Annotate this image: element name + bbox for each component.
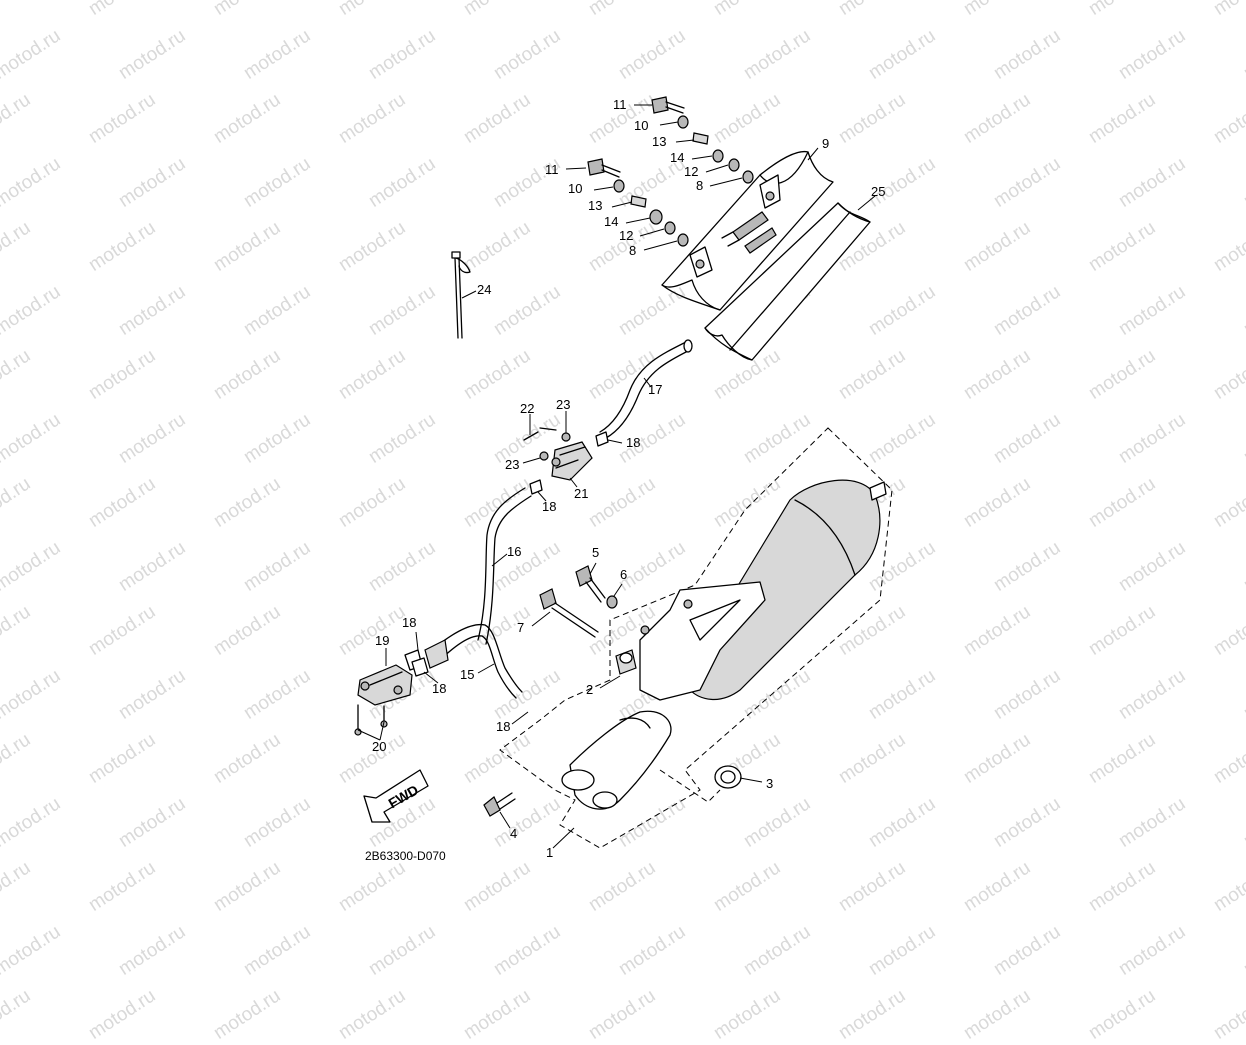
callout-3: 3 bbox=[766, 776, 773, 791]
watermark-text: motod.ru bbox=[1085, 985, 1160, 1044]
callout-18c: 18 bbox=[402, 615, 416, 630]
callout-14: 14 bbox=[670, 150, 684, 165]
heat-protector-9 bbox=[661, 150, 834, 311]
callout-10: 10 bbox=[634, 118, 648, 133]
callout-8: 8 bbox=[696, 178, 703, 193]
callout-7: 7 bbox=[517, 620, 524, 635]
callout-13b: 13 bbox=[588, 198, 602, 213]
callout-24: 24 bbox=[477, 282, 491, 297]
callout-12: 12 bbox=[684, 164, 698, 179]
watermark-text: motod.ru bbox=[335, 985, 410, 1044]
callout-1: 1 bbox=[546, 845, 553, 860]
watermark-text: motod.ru bbox=[835, 985, 910, 1044]
callout-10b: 10 bbox=[568, 181, 582, 196]
callout-18d: 18 bbox=[432, 681, 446, 696]
callout-8b: 8 bbox=[629, 243, 636, 258]
callout-12b: 12 bbox=[619, 228, 633, 243]
callout-22: 22 bbox=[520, 401, 534, 416]
callout-18b: 18 bbox=[542, 499, 556, 514]
callout-11: 11 bbox=[613, 97, 627, 112]
hose-17 bbox=[599, 339, 693, 439]
callout-23a: 23 bbox=[556, 397, 570, 412]
watermark-text: motod.ru bbox=[585, 985, 660, 1044]
callout-13: 13 bbox=[652, 134, 666, 149]
diagram-code: 2B63300-D070 bbox=[365, 849, 446, 863]
hose-16 bbox=[477, 487, 532, 645]
gasket-3 bbox=[714, 765, 742, 789]
callout-23b: 23 bbox=[505, 457, 519, 472]
callout-25: 25 bbox=[871, 184, 885, 199]
callout-11b: 11 bbox=[545, 162, 559, 177]
watermark-text: motod.ru bbox=[0, 985, 35, 1044]
callout-14b: 14 bbox=[604, 214, 618, 229]
leader-lines bbox=[357, 104, 876, 849]
callout-20: 20 bbox=[372, 739, 386, 754]
fwd-arrow: FWD bbox=[363, 769, 429, 823]
callout-15: 15 bbox=[460, 667, 474, 682]
watermark-text: motod.ru bbox=[1210, 985, 1246, 1044]
callout-9: 9 bbox=[822, 136, 829, 151]
callout-16: 16 bbox=[507, 544, 521, 559]
watermark-text: motod.ru bbox=[210, 985, 285, 1044]
callouts: 1 2 3 4 5 6 7 8 8 9 10 10 11 11 12 12 13… bbox=[372, 97, 885, 860]
callout-21: 21 bbox=[574, 486, 588, 501]
callout-6: 6 bbox=[620, 567, 627, 582]
callout-17: 17 bbox=[648, 382, 662, 397]
watermark-text: motod.ru bbox=[710, 985, 785, 1044]
fasteners bbox=[483, 565, 637, 817]
watermark-text: motod.ru bbox=[85, 985, 160, 1044]
heat-protector-25 bbox=[704, 202, 871, 361]
callout-4: 4 bbox=[510, 826, 517, 841]
watermark-text: motod.ru bbox=[460, 985, 535, 1044]
callout-19: 19 bbox=[375, 633, 389, 648]
hose-15 bbox=[424, 623, 523, 699]
air-valve-19 bbox=[354, 649, 429, 736]
callout-18a: 18 bbox=[626, 435, 640, 450]
reed-valve-21 bbox=[523, 427, 609, 495]
callout-5: 5 bbox=[592, 545, 599, 560]
callout-18e: 18 bbox=[496, 719, 510, 734]
callout-2: 2 bbox=[586, 682, 593, 697]
bolt-stack-lower bbox=[587, 158, 689, 247]
bolt-stack-upper bbox=[651, 96, 754, 184]
exhaust-parts-diagram: FWD bbox=[354, 96, 893, 863]
watermark-text: motod.ru bbox=[960, 985, 1035, 1044]
rod-24 bbox=[451, 251, 471, 339]
muffler-1 bbox=[499, 427, 893, 849]
